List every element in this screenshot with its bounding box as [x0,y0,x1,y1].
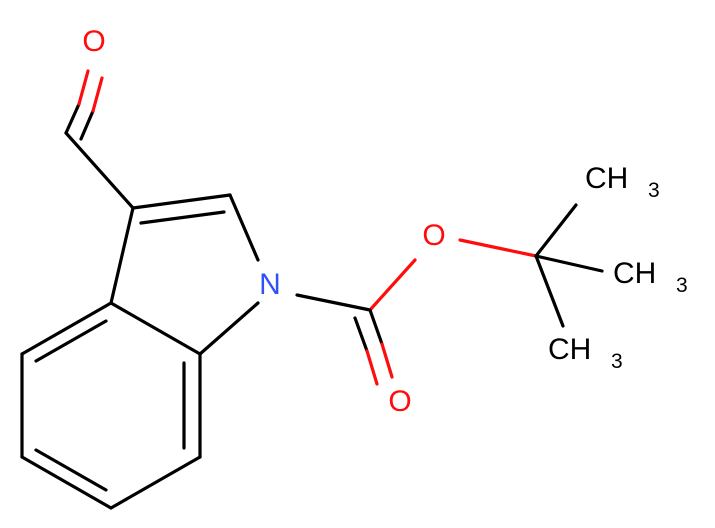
bond-ester-o-tbu [458,238,538,258]
bond-c3a-c4 [20,301,113,356]
bond-c2-n1 [228,193,260,262]
bond-tbu-methyl-1 [534,203,578,258]
bond-c4-inner [34,319,108,363]
bond-c3a-c7a [109,301,202,356]
aldehyde-oxygen-label: O [82,25,105,58]
svg-text:3: 3 [648,179,660,202]
bond-c3a-c3 [109,206,135,305]
bond-carbonyl-double [353,308,394,386]
nitrogen-label: N [259,268,281,301]
methyl-3-label: CH 3 [548,333,623,373]
ester-oxygen-label: O [422,219,445,252]
bond-n1-carbonyl-c [295,293,372,312]
bond-c5-c6 [20,455,113,510]
methyl-1-label: CH 3 [585,162,660,202]
bond-c5-inner [34,448,108,492]
bond-c3-c2-double [131,193,232,225]
svg-text:3: 3 [611,350,623,373]
svg-text:CH: CH [613,257,656,290]
bond-tbu-methyl-2 [534,254,604,273]
carbonyl-oxygen-label: O [388,385,411,418]
methyl-2-label: CH 3 [613,257,688,297]
svg-text:3: 3 [676,274,688,297]
bond-tbu-methyl-3 [534,254,565,328]
bond-aldehyde-c-c3 [64,131,135,210]
bond-aldehyde-double [64,69,104,141]
bond-n1-c7a [198,301,260,356]
svg-text:CH: CH [548,333,591,366]
svg-text:CH: CH [585,162,628,195]
bond-carbonyl-c-ester-o [368,258,417,312]
bond-c6-c7 [109,455,202,510]
